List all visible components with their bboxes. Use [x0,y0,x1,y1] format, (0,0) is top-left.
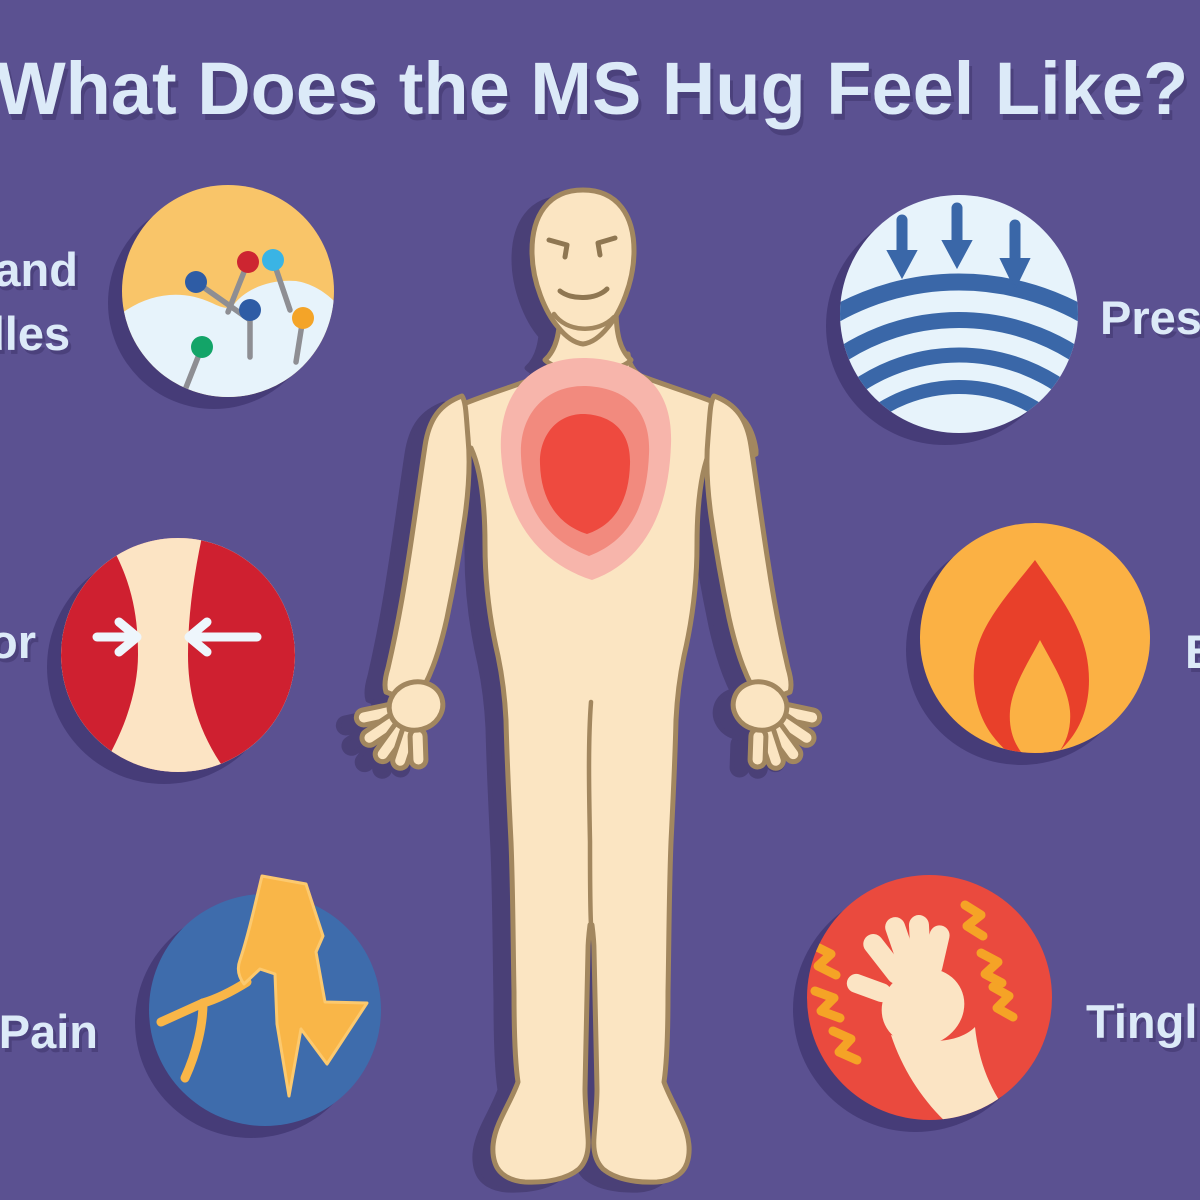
pressure-icon [840,202,1078,433]
label-tingling: Tingling [1086,995,1200,1048]
chest-pain-rings [500,357,672,580]
sad-face [546,235,618,300]
figure-body [355,190,821,1182]
pressure-icon-circle [840,195,1078,433]
label-boa-constrictor: Boa Constrictor [0,615,36,668]
tingling-icon-circle [807,875,1052,1120]
label-burning: Burning [1185,620,1200,684]
squeeze-icon [61,538,295,772]
lightning-bolt-icon [156,874,369,1098]
tingle-squiggles [808,900,1018,1065]
label-sharp-pain: Sharp Pain [0,1005,98,1058]
page-title: What Does the MS Hug Feel Like? [0,47,1189,130]
compression-bands [840,273,1078,433]
pins-icon [122,249,334,397]
burning-icon-circle [920,523,1150,753]
boa-constrictor-icon-circle [61,538,295,772]
pins-and-needles-icon-circle [122,185,334,397]
body-contour-lines [551,311,617,928]
label-pressure: Pressure [1100,291,1200,344]
tingling-hand-icon [808,900,1018,1120]
down-arrows [886,202,1031,291]
flame-icon [973,560,1089,753]
label-pins-and-needles: Pins and Needles [0,243,78,360]
